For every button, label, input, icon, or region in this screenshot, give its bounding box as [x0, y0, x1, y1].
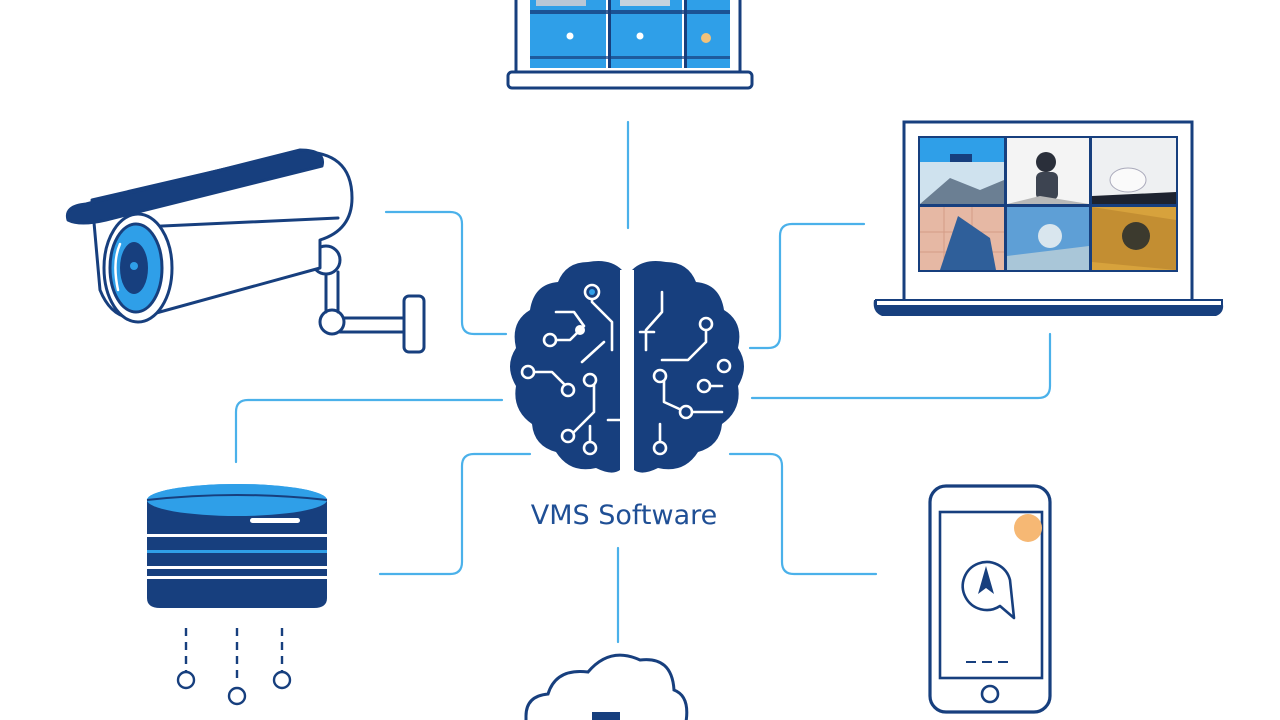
laptop-icon	[873, 120, 1224, 316]
connector-laptop	[748, 222, 866, 350]
cloud-icon	[524, 653, 689, 720]
connector-camera	[384, 210, 508, 336]
connector-lines	[234, 120, 1052, 644]
connector-storage	[378, 452, 532, 576]
cctv-camera-icon	[65, 148, 426, 354]
connector-phone	[728, 452, 878, 576]
database-server-icon	[146, 484, 328, 706]
smartphone-icon	[928, 484, 1052, 714]
connector-storage-upper	[234, 398, 504, 464]
center-label: VMS Software	[531, 500, 718, 531]
circuit-brain-icon	[510, 261, 744, 476]
monitor-icon	[506, 0, 754, 90]
connector-laptop-lower	[750, 332, 1052, 400]
